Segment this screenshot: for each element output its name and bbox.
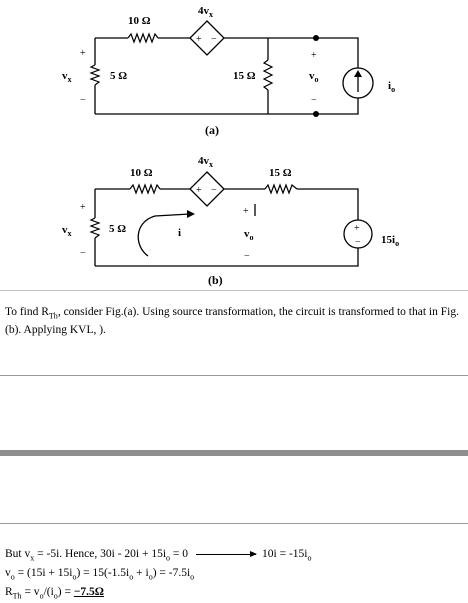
final-answer: −7.5Ω xyxy=(73,585,105,598)
circuit-b-dep-plus: + xyxy=(196,185,202,196)
circuit-b: + − + − 10 Ω 5 Ω 15 Ω 4vx vx + − i + vo … xyxy=(62,155,399,287)
circuit-a-r3-label: 15 Ω xyxy=(233,70,256,82)
circuit-a-caption: (a) xyxy=(205,123,219,137)
circuit-b-vo-label: vo xyxy=(244,228,254,242)
description-panel: To find RTh, consider Fig.(a). Using sou… xyxy=(0,290,468,376)
circuit-a-current-arrowhead xyxy=(354,70,362,77)
circuit-a-wire-bottom xyxy=(95,98,359,115)
circuit-a: + − 10 Ω 5 Ω 15 Ω 4vx vx + − vo + − io (… xyxy=(62,5,395,137)
circuit-b-vo-plus: + xyxy=(243,206,249,217)
circuit-a-dep-plus: + xyxy=(196,34,202,45)
circuit-b-loop-label: i xyxy=(178,227,181,239)
circuit-b-resistor-15 xyxy=(264,183,298,195)
circuit-a-vx-minus: − xyxy=(80,95,86,106)
circuit-b-vx-minus: − xyxy=(80,248,86,259)
answer-panel: But vx = -5i. Hence, 30i - 20i + 15io = … xyxy=(0,523,468,600)
circuit-diagrams: + − 10 Ω 5 Ω 15 Ω 4vx vx + − vo + − io (… xyxy=(62,5,399,287)
circuit-b-vo-minus: − xyxy=(244,251,250,262)
circuit-a-node-bottom xyxy=(313,111,319,117)
circuit-b-resistor-5 xyxy=(89,217,101,239)
implies-arrow-icon xyxy=(196,550,258,557)
circuit-a-resistor-5 xyxy=(89,64,101,86)
circuit-a-io-label: io xyxy=(388,80,395,94)
circuit-b-r2-label: 5 Ω xyxy=(109,223,126,235)
circuit-b-source-minus: − xyxy=(355,237,361,248)
circuit-a-dependent-source xyxy=(189,20,225,56)
circuit-a-r2-label: 5 Ω xyxy=(110,70,127,82)
circuit-b-dep-label: 4vx xyxy=(198,155,213,169)
circuit-b-r1-label: 10 Ω xyxy=(130,167,153,179)
circuit-b-r3-label: 15 Ω xyxy=(269,167,292,179)
circuit-a-vo-minus: − xyxy=(311,95,317,106)
answer-line-3: RTh = vo/(io) = −7.5Ω xyxy=(5,585,105,600)
circuit-b-dependent-source xyxy=(189,171,225,207)
page-separator xyxy=(0,450,468,456)
description-text: To find RTh, consider Fig.(a). Using sou… xyxy=(5,306,459,337)
circuit-b-voltage-source xyxy=(343,219,373,249)
circuit-b-dep-minus: − xyxy=(211,185,217,196)
circuit-b-vx-plus: + xyxy=(80,202,86,213)
circuit-a-vo-label: vo xyxy=(309,70,319,84)
circuit-a-resistor-10 xyxy=(127,32,159,44)
circuit-b-vx-label: vx xyxy=(62,224,72,238)
circuit-b-caption: (b) xyxy=(208,273,223,287)
circuit-a-resistor-15 xyxy=(262,59,274,91)
circuit-a-vx-label: vx xyxy=(62,70,72,84)
circuit-b-resistor-10 xyxy=(129,183,161,195)
circuit-a-node-top xyxy=(313,35,319,41)
answer-line-2: vo = (15i + 15io) = 15(-1.5io + io) = -7… xyxy=(5,566,195,582)
circuit-b-wire-bottom xyxy=(95,248,359,267)
circuit-a-current-source xyxy=(342,67,374,99)
circuit-b-loop-arrow xyxy=(137,213,191,257)
circuit-a-vx-plus: + xyxy=(80,48,86,59)
answer-line-1: But vx = -5i. Hence, 30i - 20i + 15io = … xyxy=(5,548,312,563)
circuit-b-wire-top-right xyxy=(297,188,359,220)
circuit-a-r1-label: 10 Ω xyxy=(128,15,151,27)
circuit-a-dep-label: 4vx xyxy=(198,5,213,19)
circuit-b-source-label: 15io xyxy=(381,234,399,248)
circuit-b-source-plus: + xyxy=(354,223,360,234)
circuit-b-loop-arrowhead xyxy=(187,210,195,218)
circuit-a-dep-minus: − xyxy=(211,34,217,45)
circuit-a-wire-top-right xyxy=(224,37,359,68)
circuit-a-vo-plus: + xyxy=(311,50,317,61)
